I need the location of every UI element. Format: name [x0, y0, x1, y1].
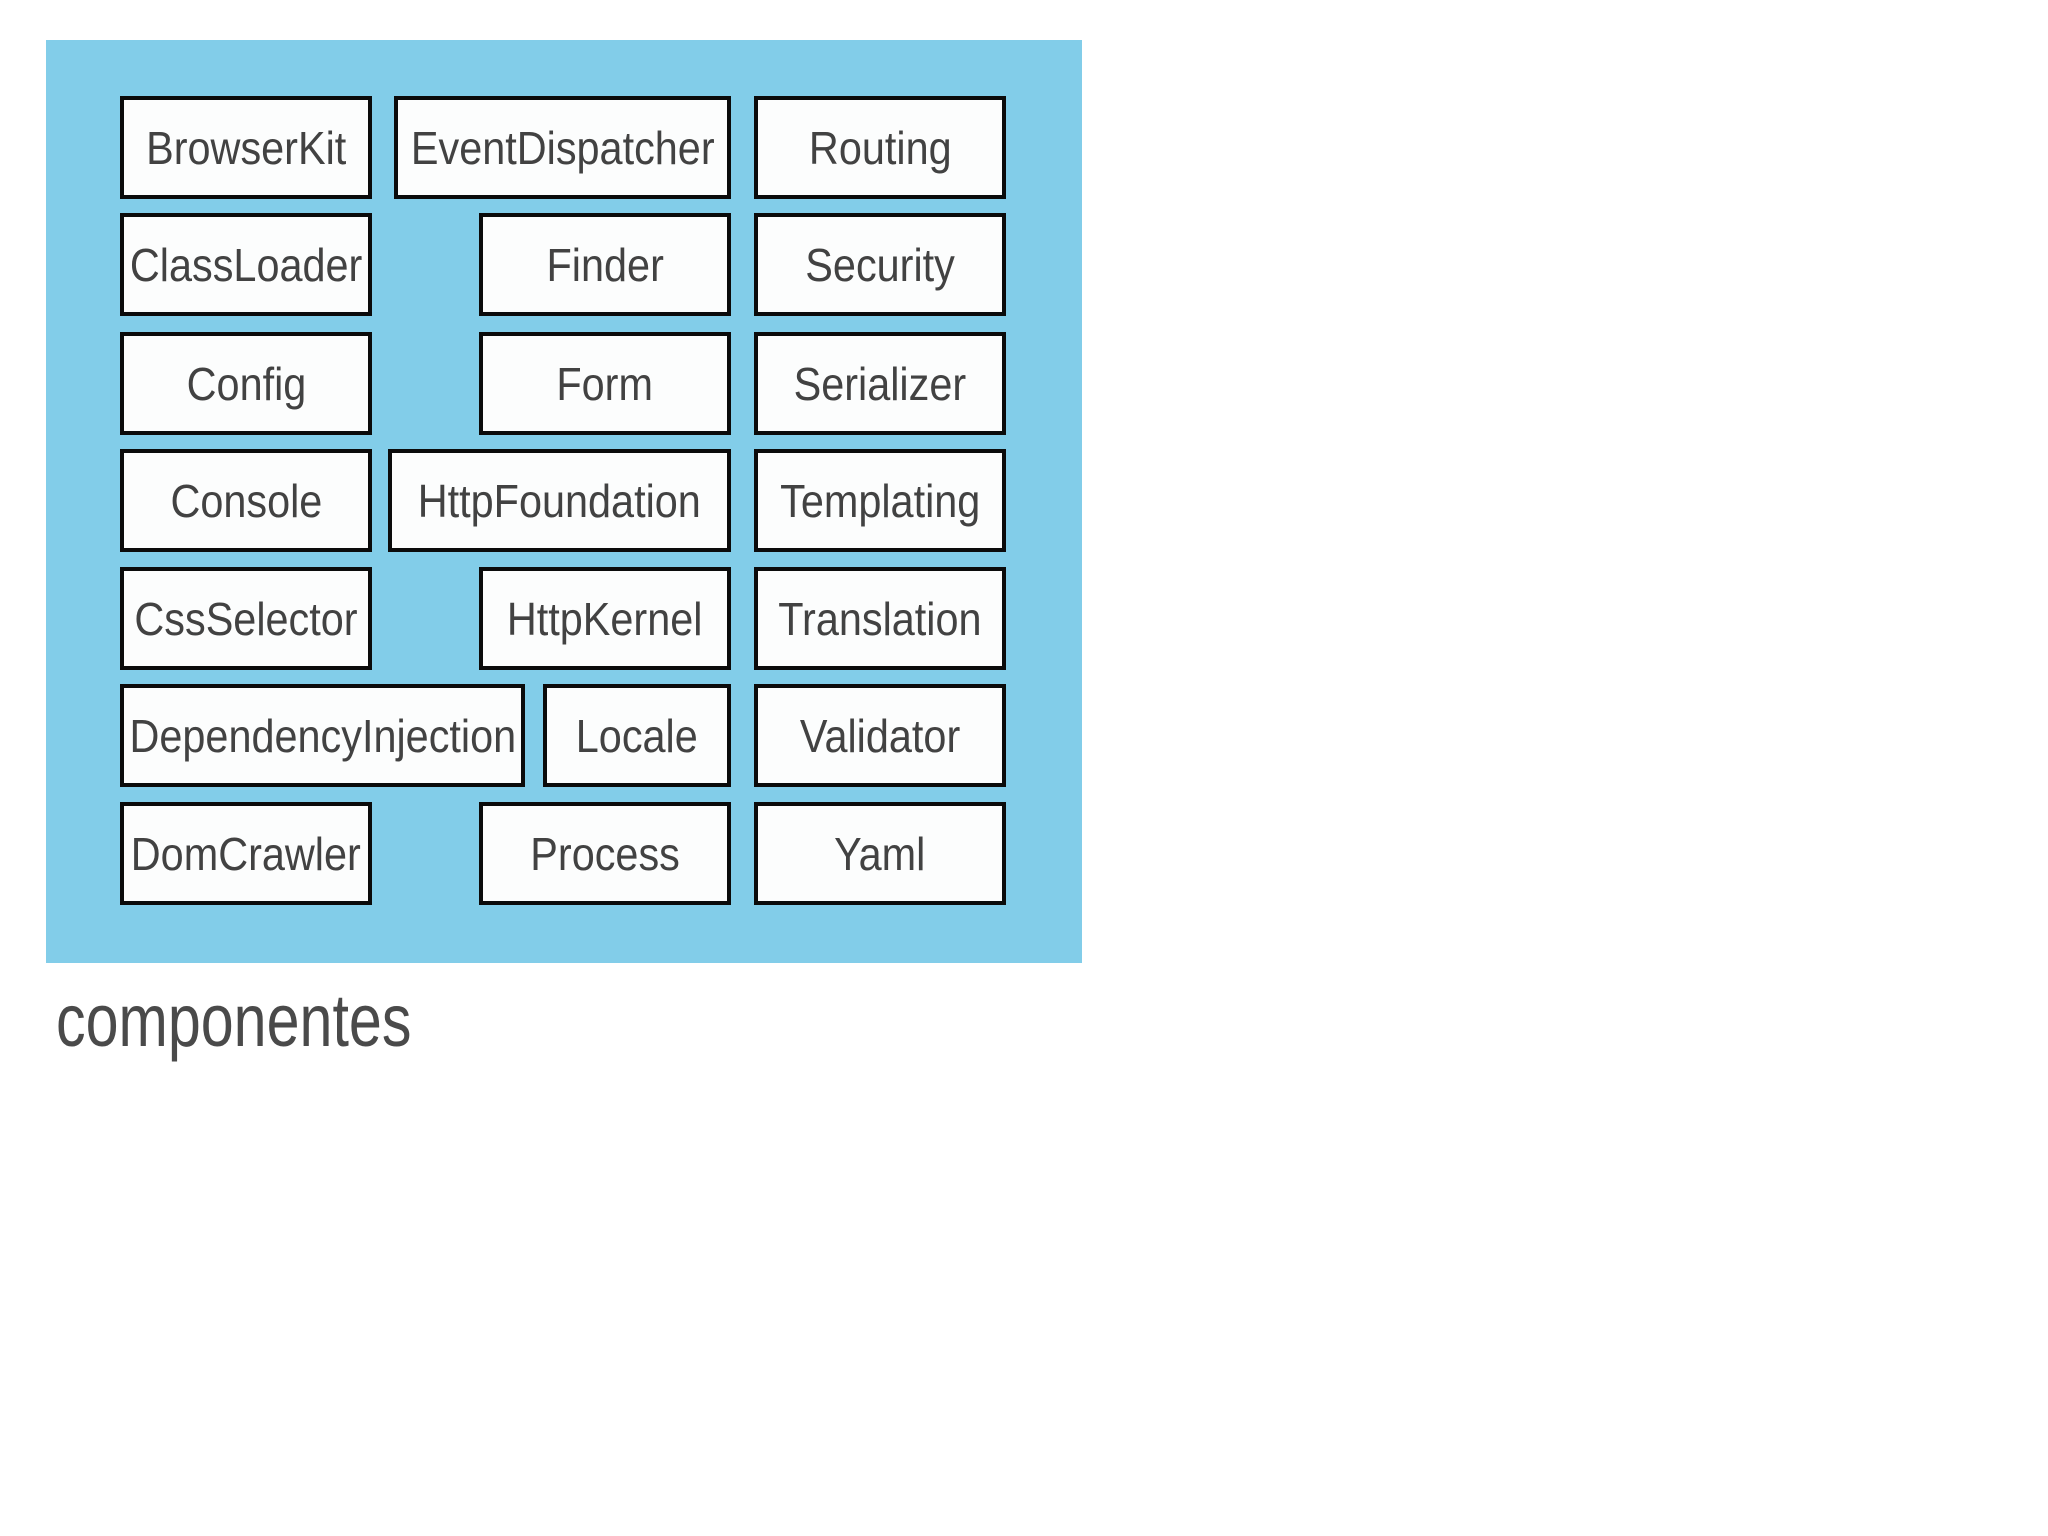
component-box-form: Form [479, 332, 731, 435]
component-box-security: Security [754, 213, 1006, 316]
component-box-classloader: ClassLoader [120, 213, 372, 316]
component-label: Finder [546, 238, 664, 291]
component-box-httpkernel: HttpKernel [479, 567, 731, 670]
figure-caption: componentes [56, 979, 412, 1062]
component-box-console: Console [120, 449, 372, 552]
component-box-templating: Templating [754, 449, 1006, 552]
component-box-serializer: Serializer [754, 332, 1006, 435]
component-label: ClassLoader [129, 238, 363, 291]
component-label: HttpKernel [507, 592, 703, 645]
component-label: DomCrawler [130, 827, 362, 880]
component-label: Serializer [793, 357, 967, 410]
component-box-routing: Routing [754, 96, 1006, 199]
component-box-translation: Translation [754, 567, 1006, 670]
component-box-yaml: Yaml [754, 802, 1006, 905]
component-label: Routing [808, 121, 952, 174]
component-box-eventdispatcher: EventDispatcher [394, 96, 731, 199]
component-label: EventDispatcher [410, 121, 715, 174]
component-label: Validator [799, 709, 961, 762]
component-label: Translation [778, 592, 982, 645]
component-box-process: Process [479, 802, 731, 905]
component-box-validator: Validator [754, 684, 1006, 787]
component-label: BrowserKit [145, 121, 347, 174]
component-label: Security [805, 238, 955, 291]
component-box-httpfoundation: HttpFoundation [388, 449, 731, 552]
component-label: Yaml [834, 827, 926, 880]
component-box-dependencyinjection: DependencyInjection [120, 684, 525, 787]
component-box-config: Config [120, 332, 372, 435]
component-label: DependencyInjection [129, 709, 516, 762]
component-label: Templating [779, 474, 981, 527]
component-label: Locale [575, 709, 699, 762]
component-label: Console [170, 474, 322, 527]
component-label: HttpFoundation [417, 474, 702, 527]
component-box-finder: Finder [479, 213, 731, 316]
component-box-browserkit: BrowserKit [120, 96, 372, 199]
component-box-domcrawler: DomCrawler [120, 802, 372, 905]
component-box-locale: Locale [543, 684, 731, 787]
components-panel: BrowserKit EventDispatcher Routing Class… [46, 40, 1082, 963]
component-label: Form [556, 357, 654, 410]
component-label: CssSelector [134, 592, 358, 645]
component-box-cssselector: CssSelector [120, 567, 372, 670]
component-label: Process [530, 827, 680, 880]
component-label: Config [186, 357, 306, 410]
